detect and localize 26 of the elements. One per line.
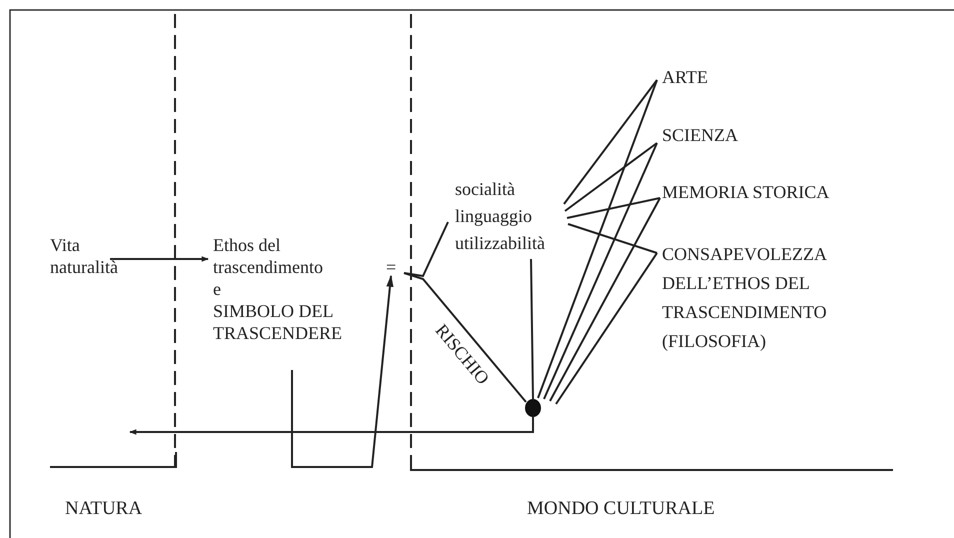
concept-text: Vita naturalità xyxy=(50,234,140,278)
connector-line xyxy=(563,79,658,205)
connector-line xyxy=(530,258,534,400)
connector-line xyxy=(537,80,658,398)
connector-line xyxy=(568,223,658,254)
region-label: NATURA xyxy=(65,498,142,520)
concept-text: SIMBOLO DEL TRASCENDERE xyxy=(213,300,344,344)
concept-text: e xyxy=(213,278,221,300)
junction-dot xyxy=(525,399,541,417)
connector-line xyxy=(566,197,660,219)
arrow xyxy=(129,417,534,435)
connector-line xyxy=(564,142,658,212)
arrow xyxy=(110,256,209,262)
concept-text: MEMORIA STORICA xyxy=(662,181,830,203)
connector-line xyxy=(543,142,658,400)
equals-sign: = xyxy=(386,256,396,278)
concept-text: ARTE xyxy=(662,66,708,88)
concept-text: CONSAPEVOLEZZA DELL’ETHOS DEL TRASCENDIMENTO (FILOSOFIA) xyxy=(662,240,902,356)
arrow xyxy=(291,274,394,468)
connector-line xyxy=(555,252,658,405)
concept-text: socialità linguaggio utilizzabilità xyxy=(455,176,555,257)
concept-text: SCIENZA xyxy=(662,124,738,146)
connector-line xyxy=(404,272,527,403)
connector-line xyxy=(404,222,449,278)
connector-line xyxy=(549,198,661,402)
region-label: MONDO CULTURALE xyxy=(527,498,715,520)
